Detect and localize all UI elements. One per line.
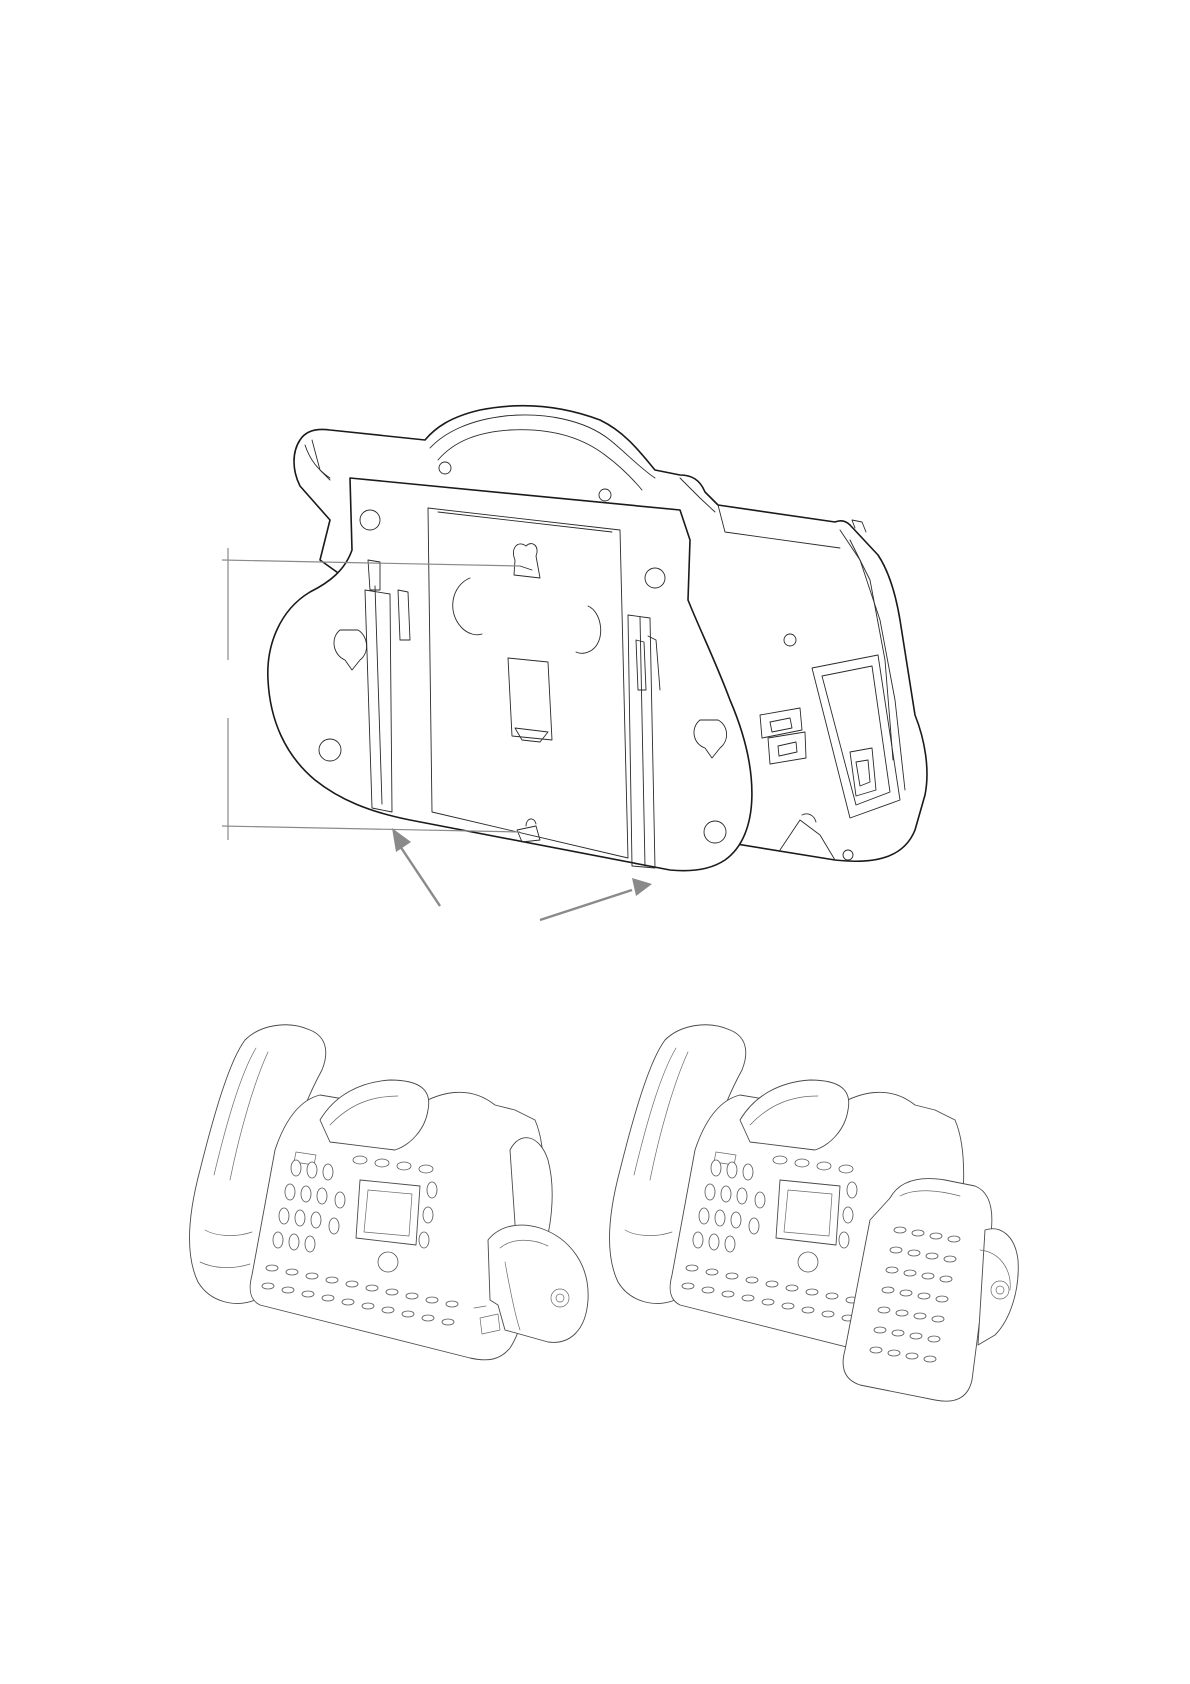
- phone-with-module-detached: [190, 1025, 589, 1360]
- phone-with-module-attached: [610, 1025, 1019, 1401]
- callout-arrow-right: [540, 878, 652, 920]
- callout-arrow-left: [392, 828, 440, 906]
